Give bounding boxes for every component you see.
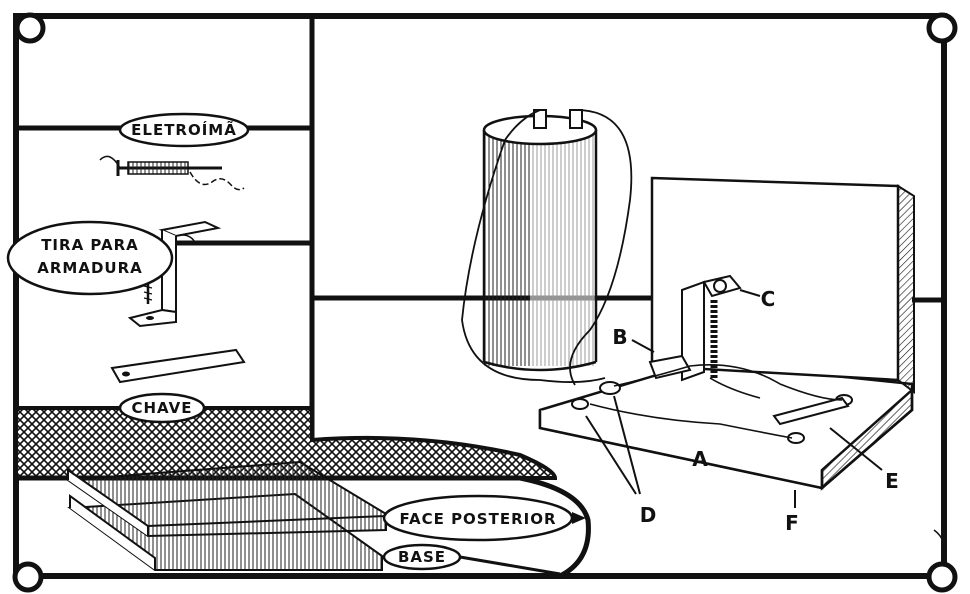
label-eletroima: ELETROÍMÃ	[120, 114, 248, 146]
electromagnet-drawing	[100, 156, 244, 189]
callout-a: A	[692, 447, 708, 471]
label-base-text: BASE	[398, 548, 446, 566]
label-tira-line1: TIRA PARA	[41, 236, 139, 254]
corner-ring-top-right	[929, 15, 955, 41]
label-face-posterior: FACE POSTERIOR	[384, 496, 586, 540]
capacitor-drawing	[462, 110, 631, 385]
callout-c: C	[761, 287, 776, 311]
corner-ring-bottom-left	[15, 564, 41, 590]
callout-d: D	[640, 503, 657, 527]
label-chave: CHAVE	[120, 394, 204, 422]
label-tira-line2: ARMADURA	[37, 259, 143, 277]
callout-b: B	[612, 325, 627, 349]
switch-strip-drawing	[112, 350, 244, 382]
corner-ring-top-left	[17, 15, 43, 41]
callout-e: E	[885, 469, 899, 493]
device-board-drawing	[540, 178, 945, 560]
label-tira-para-armadura: TIRA PARA ARMADURA	[8, 222, 172, 294]
label-face-posterior-text: FACE POSTERIOR	[399, 510, 556, 528]
label-eletroima-text: ELETROÍMÃ	[131, 120, 237, 139]
corner-ring-bottom-right	[929, 564, 955, 590]
label-chave-text: CHAVE	[131, 399, 192, 417]
callout-f: F	[785, 511, 799, 535]
label-base: BASE	[384, 545, 560, 574]
